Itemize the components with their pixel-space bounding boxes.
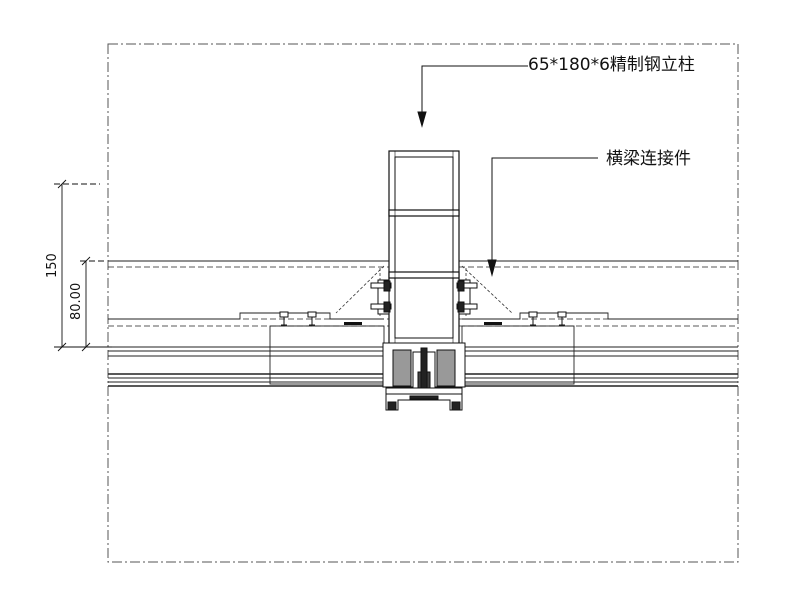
dimension-inner-label: 80.00 [69,283,84,320]
connector-leader [487,157,598,277]
mullion-side-brackets [370,279,478,315]
gasket-strips [344,322,502,325]
connector-callout-label: 横梁连接件 [606,149,691,169]
dimension-lines [54,179,112,352]
dimension-outer-label: 150 [45,253,60,278]
transom-screws [279,311,567,326]
steel-mullion [388,150,460,345]
transom-connector-left [335,265,385,318]
mullion-callout-label: 65*180*6精制钢立柱 [528,55,695,75]
mullion-leader [417,65,528,128]
drawing-boundary [107,43,739,563]
pressure-plate-assembly [382,342,466,411]
